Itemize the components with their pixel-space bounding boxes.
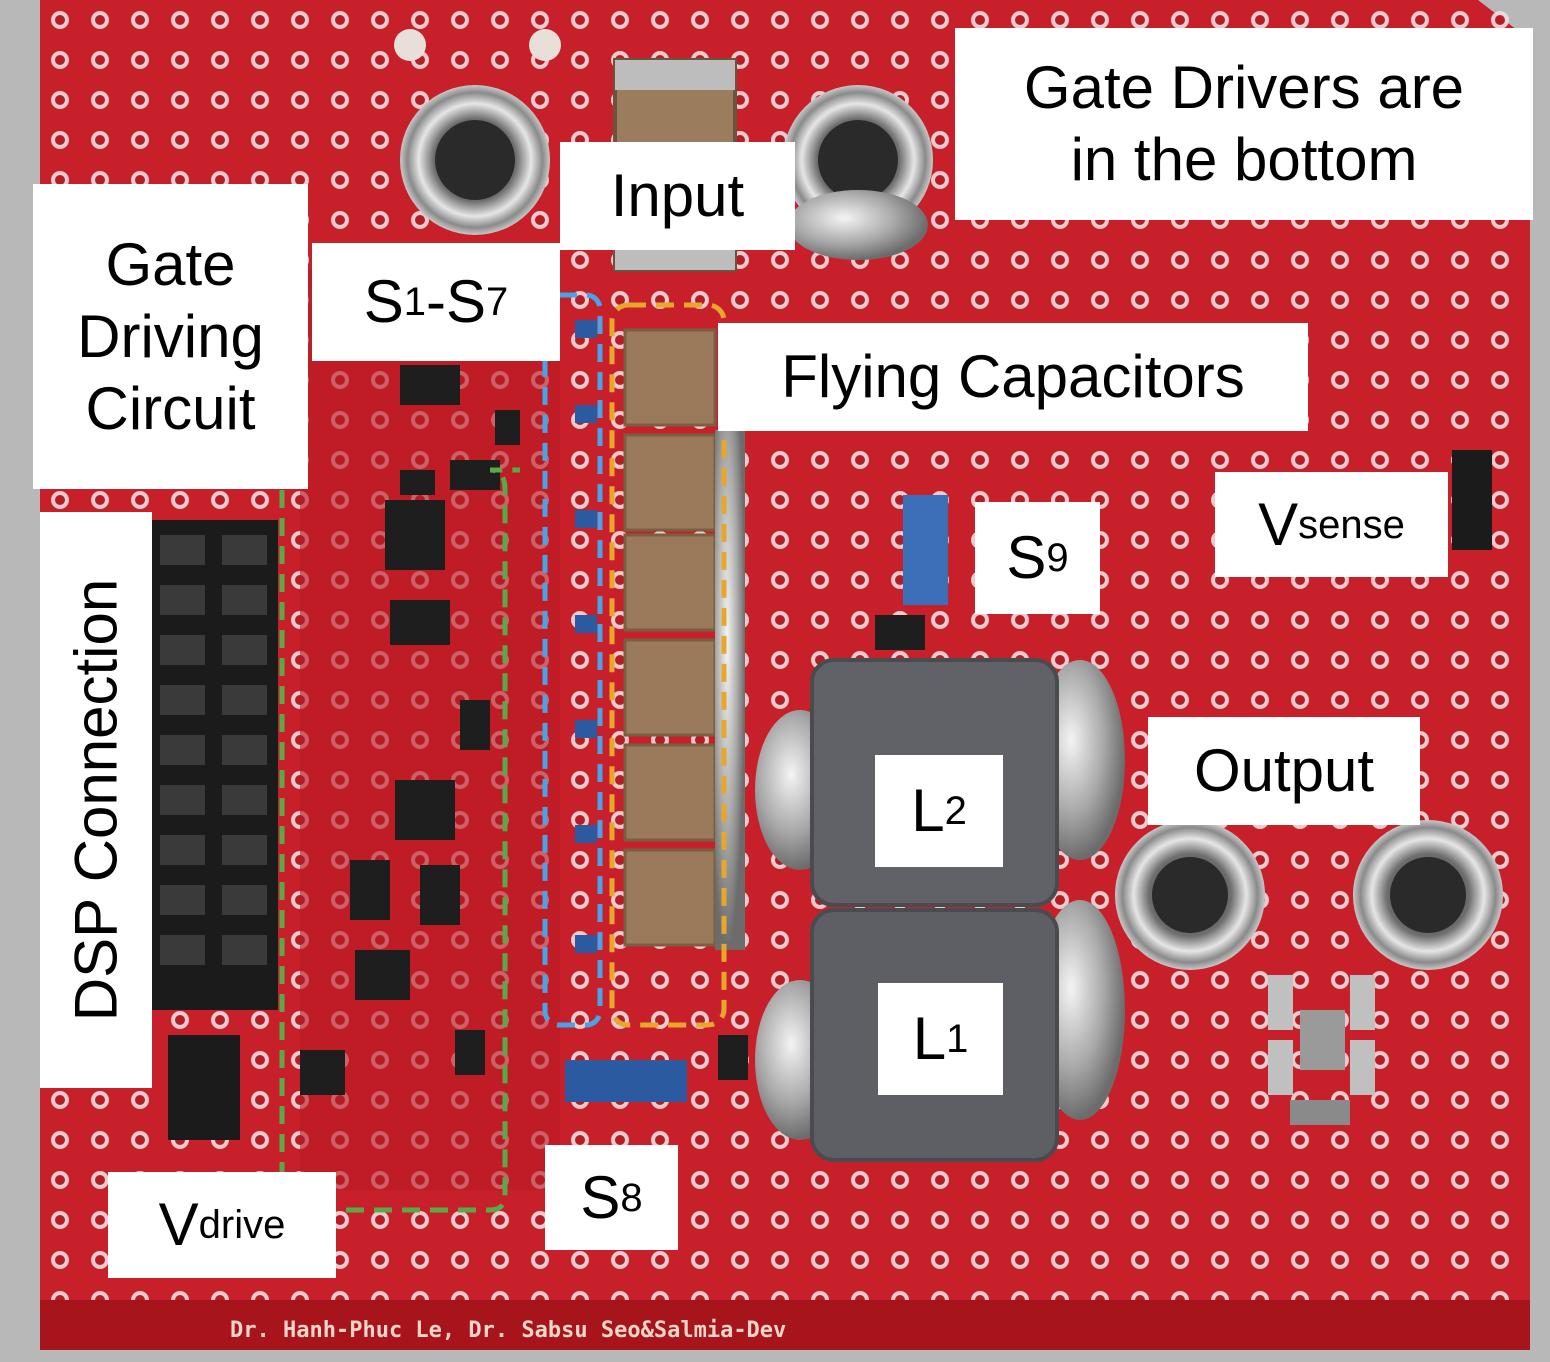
label-gate-driving-circuit: Gate Driving Circuit xyxy=(33,184,308,489)
label-output: Output xyxy=(1148,717,1420,825)
label-v-drive-main: V xyxy=(158,1191,199,1258)
label-dsp-connection-text: DSP Connection xyxy=(62,578,129,1022)
label-s1-s7-dash: - xyxy=(426,268,446,335)
gate-driving-outline xyxy=(279,467,520,1213)
label-s8-main: S xyxy=(580,1163,621,1231)
silkscreen-credit: Dr. Hanh-Phuc Le, Dr. Sabsu Seo&Salmia-D… xyxy=(230,1318,787,1343)
label-l1-main: L xyxy=(912,1005,947,1072)
label-input-text: Input xyxy=(610,162,745,229)
label-flying-capacitors-text: Flying Capacitors xyxy=(781,343,1245,410)
label-s7-main: S xyxy=(445,268,487,335)
label-s9-main: S xyxy=(1006,524,1047,591)
label-gate-driving-line3: Circuit xyxy=(85,374,256,442)
label-input: Input xyxy=(560,142,795,250)
flying-capacitors-outline xyxy=(609,302,727,1028)
label-gate-drivers-note: Gate Drivers are in the bottom xyxy=(955,28,1533,220)
label-dsp-connection: DSP Connection xyxy=(40,512,152,1088)
label-gate-drivers-note-line1: Gate Drivers are xyxy=(1023,54,1465,121)
switches-outline xyxy=(542,292,603,1028)
label-flying-capacitors: Flying Capacitors xyxy=(718,323,1308,431)
label-l2-main: L xyxy=(911,777,945,844)
label-v-sense-main: V xyxy=(1258,490,1299,558)
label-s1-main: S xyxy=(363,268,404,335)
label-gate-driving-line1: Gate xyxy=(105,230,236,298)
label-gate-driving-line2: Driving xyxy=(77,302,264,370)
label-gate-drivers-note-line2: in the bottom xyxy=(1070,126,1418,193)
label-output-text: Output xyxy=(1193,737,1375,804)
